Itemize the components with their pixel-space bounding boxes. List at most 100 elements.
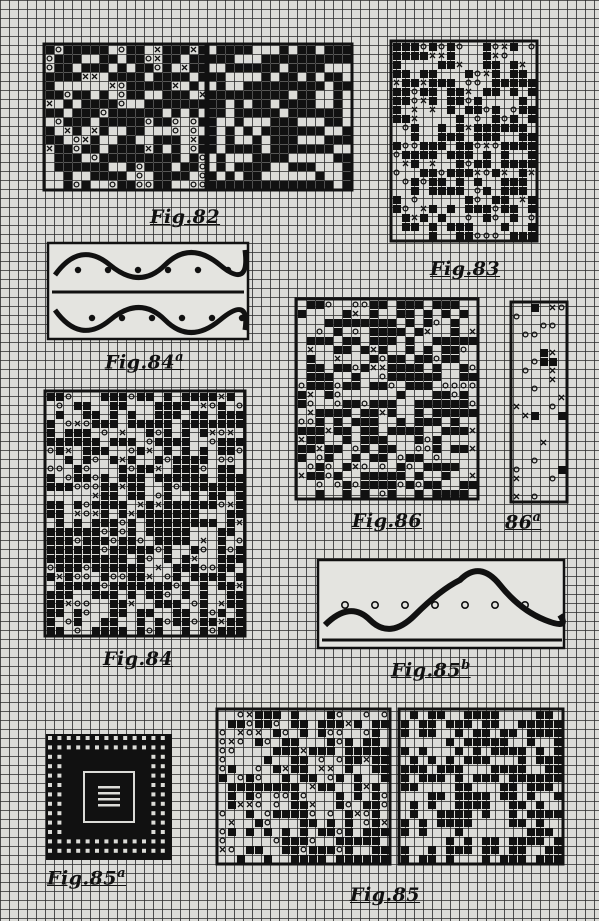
fig-86-cell xyxy=(316,301,324,309)
fig-85-right-cell xyxy=(554,837,562,845)
fig-82-left-cell xyxy=(136,55,144,63)
fig-82-left-cell xyxy=(181,100,189,108)
fig-84-cell xyxy=(227,483,235,491)
fig-85-left-cell xyxy=(354,855,362,863)
fig-86-cell xyxy=(424,481,432,489)
fig-82-right-cell xyxy=(280,46,288,54)
fig-83-cell xyxy=(510,187,518,195)
fig-85-left-cell xyxy=(372,792,380,800)
fig-82-right-cell xyxy=(217,109,225,117)
fig-84-cell xyxy=(227,474,235,482)
fig-85a-pin xyxy=(86,849,90,853)
fig-82-left-cell xyxy=(100,163,108,171)
fig-86-cell xyxy=(307,472,315,480)
fig-85-left-cell xyxy=(318,855,326,863)
fig-82-right-cell xyxy=(334,118,342,126)
fig-84-cell xyxy=(47,393,55,401)
fig-82-right-cell xyxy=(226,181,234,189)
fig-82-right-cell xyxy=(244,91,252,99)
fig-82-right-cell xyxy=(253,91,261,99)
fig-85a-pin xyxy=(161,736,165,740)
fig-82-right-cell xyxy=(235,145,243,153)
fig-85-left-cell xyxy=(300,765,308,773)
fig-84-cell xyxy=(227,627,235,635)
fig-84-cell xyxy=(146,465,154,473)
fig-82-right-cell xyxy=(343,163,351,171)
fig-84-cell xyxy=(110,411,118,419)
caption-fig-85b: Fig.85b xyxy=(391,658,471,681)
fig-85a-pin xyxy=(104,736,108,740)
fig-82-left-cell xyxy=(109,55,117,63)
fig-82-right-cell xyxy=(271,154,279,162)
fig-82-right-cell xyxy=(208,118,216,126)
fig-83-cell xyxy=(402,88,410,96)
fig-86-cell xyxy=(343,337,351,345)
fig-82-left-cell xyxy=(154,181,162,189)
fig-86a-cell xyxy=(549,358,557,366)
fig-86-cell xyxy=(397,328,405,336)
fig-82-right-cell xyxy=(235,100,243,108)
fig-86-cell xyxy=(361,409,369,417)
fig-84-cell xyxy=(83,537,91,545)
fig-84-cell xyxy=(101,492,109,500)
fig-82-right-cell xyxy=(307,181,315,189)
fig-85-right-cell xyxy=(401,855,409,863)
fig-84-cell xyxy=(101,564,109,572)
fig-84-cell xyxy=(182,456,190,464)
fig-86-cell xyxy=(370,301,378,309)
fig-82-left-cell xyxy=(82,181,90,189)
fig-82-left-cell xyxy=(82,100,90,108)
fig-82-left-cell xyxy=(154,118,162,126)
fig-84-cell xyxy=(92,528,100,536)
fig-86-cell xyxy=(415,364,423,372)
fig-86-cell xyxy=(406,481,414,489)
fig-82-right-cell xyxy=(217,100,225,108)
fig-82-right-cell xyxy=(244,181,252,189)
fig-86-cell xyxy=(334,472,342,480)
fig-86-cell xyxy=(406,382,414,390)
fig-86-cell xyxy=(343,364,351,372)
fig-86-cell xyxy=(406,337,414,345)
fig-82-right-cell xyxy=(253,181,261,189)
fig-86-cell xyxy=(397,427,405,435)
fig-85-left-cell xyxy=(372,756,380,764)
fig-86-cell xyxy=(370,382,378,390)
fig-84-cell xyxy=(83,555,91,563)
fig-85-right-cell xyxy=(482,792,490,800)
fig-85-right-cell xyxy=(401,720,409,728)
fig-82-left-cell xyxy=(127,91,135,99)
fig-83-cell xyxy=(438,61,446,69)
fig-86-cell xyxy=(397,472,405,480)
fig-82-right-cell xyxy=(271,145,279,153)
fig-86-cell xyxy=(334,319,342,327)
fig-86-cell xyxy=(424,373,432,381)
fig-83-cell xyxy=(510,70,518,78)
fig-82-right-cell xyxy=(253,82,261,90)
fig-86-cell xyxy=(379,382,387,390)
fig-84-cell xyxy=(164,582,172,590)
fig-86a-cell xyxy=(558,412,566,420)
fig-86-cell xyxy=(379,337,387,345)
fig-86-cell xyxy=(415,373,423,381)
fig-84-cell xyxy=(146,519,154,527)
fig-82-left-cell xyxy=(109,118,117,126)
fig-85-right-cell xyxy=(455,720,463,728)
fig-83-cell xyxy=(456,187,464,195)
fig-84-cell xyxy=(155,537,163,545)
fig-84-cell xyxy=(137,447,145,455)
fig-82-right-cell xyxy=(343,172,351,180)
fig-83-cell xyxy=(456,232,464,240)
fig-84-cell xyxy=(173,510,181,518)
fig-86-cell xyxy=(415,427,423,435)
fig-83-cell xyxy=(510,79,518,87)
fig-82-left-cell xyxy=(163,172,171,180)
fig-85-right-cell xyxy=(464,711,472,719)
fig-83-cell xyxy=(429,232,437,240)
fig-82-right-cell xyxy=(334,91,342,99)
fig-84-cell xyxy=(182,393,190,401)
fig-83-cell xyxy=(519,97,527,105)
fig-86-cell xyxy=(307,355,315,363)
fig-85a-pin xyxy=(48,802,52,806)
fig-82-right-cell xyxy=(334,100,342,108)
fig-82-left-cell xyxy=(118,172,126,180)
